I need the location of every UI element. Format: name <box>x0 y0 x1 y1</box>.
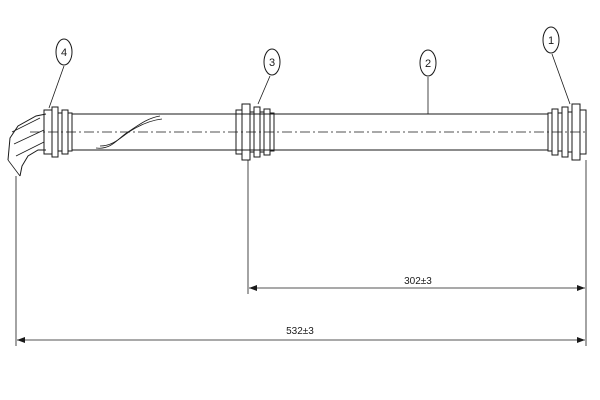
dimension-partial: 302±3 <box>249 276 585 291</box>
callout-bubble-4 <box>55 38 73 66</box>
fitting-1 <box>547 103 587 161</box>
dimension-partial-label: 302±3 <box>404 276 432 287</box>
fitting-4 <box>43 106 73 158</box>
hose-body <box>30 113 586 151</box>
fitting-3 <box>235 103 275 161</box>
extension-lines <box>15 160 587 346</box>
callout-3: 3 <box>257 48 281 105</box>
callout-bubble-2 <box>419 49 437 77</box>
callout-1: 1 <box>542 26 571 105</box>
hose-break-curve <box>95 115 161 149</box>
callout-label-4: 4 <box>61 47 67 59</box>
callout-label-2: 2 <box>425 58 431 70</box>
hose-break-curve-inner <box>99 118 163 147</box>
dimension-overall: 532±3 <box>17 326 585 343</box>
dimension-overall-label: 532±3 <box>286 326 314 337</box>
callout-4: 4 <box>48 38 73 109</box>
callout-bubble-1 <box>542 26 560 54</box>
left-bent-end <box>7 113 47 177</box>
callout-label-3: 3 <box>269 57 275 69</box>
callout-bubble-3 <box>263 48 281 76</box>
callout-2: 2 <box>419 49 437 114</box>
callout-label-1: 1 <box>548 35 554 47</box>
